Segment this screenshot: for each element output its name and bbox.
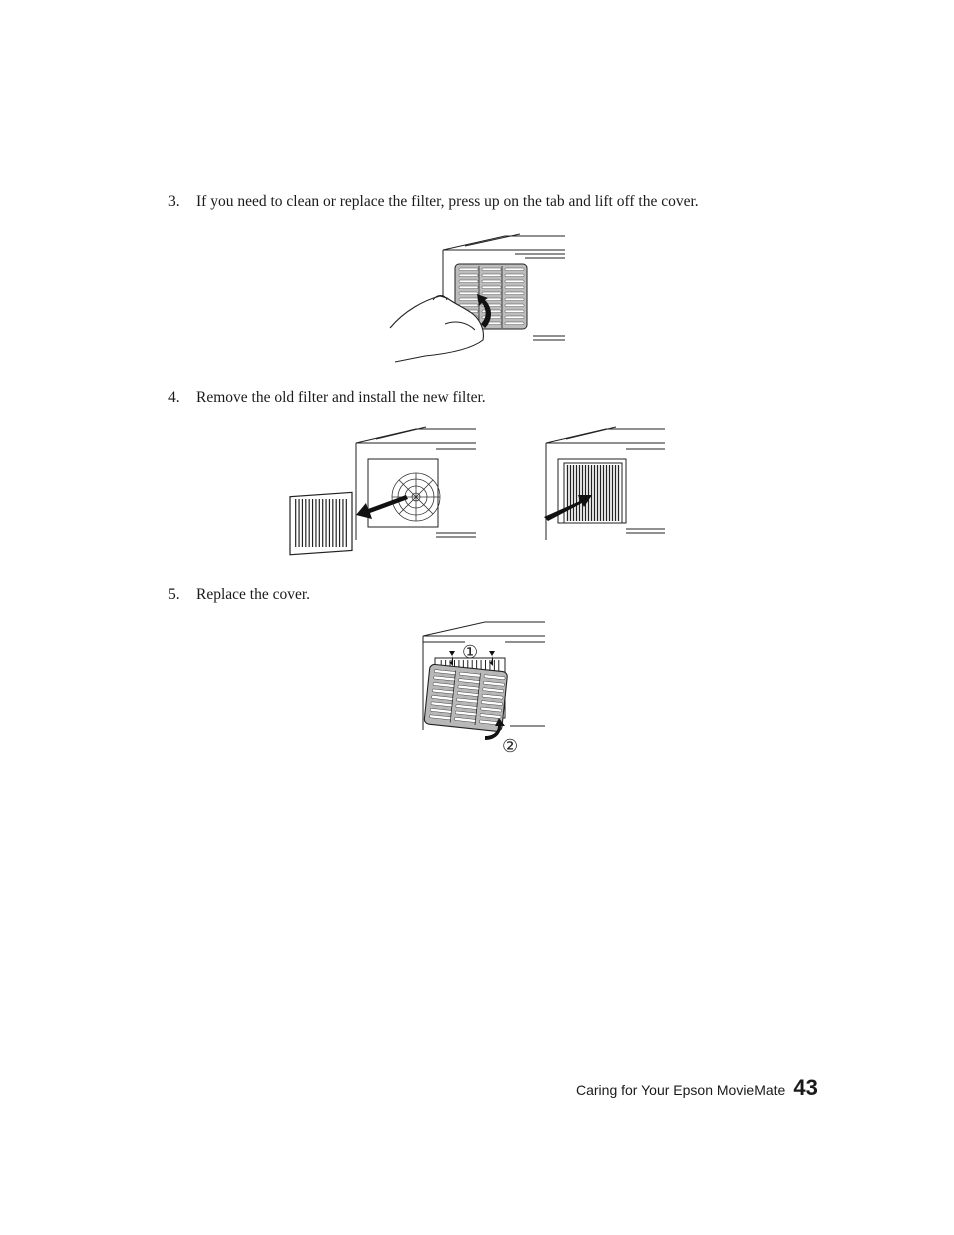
remove-cover-illustration	[389, 233, 565, 363]
page-footer: Caring for Your Epson MovieMate 43	[576, 1075, 818, 1101]
replace-cover-illustration: ① ②	[422, 621, 545, 757]
remove-old-filter-illustration	[289, 426, 476, 556]
page-number: 43	[793, 1075, 818, 1100]
step-number: 3.	[168, 193, 180, 210]
step-text: If you need to clean or replace the filt…	[196, 193, 699, 210]
step-3: 3. If you need to clean or replace the fi…	[168, 192, 699, 212]
step-text: Replace the cover.	[196, 586, 311, 603]
step-number: 5.	[168, 586, 180, 603]
callout-1: ①	[462, 642, 478, 663]
install-new-filter-illustration	[544, 426, 665, 540]
step-4: 4. Remove the old filter and install the …	[168, 388, 486, 408]
section-title: Caring for Your Epson MovieMate	[576, 1082, 786, 1098]
step-text: Remove the old filter and install the ne…	[196, 389, 486, 406]
callout-2: ②	[502, 736, 518, 757]
step-number: 4.	[168, 389, 180, 406]
step-5: 5. Replace the cover.	[168, 585, 310, 605]
